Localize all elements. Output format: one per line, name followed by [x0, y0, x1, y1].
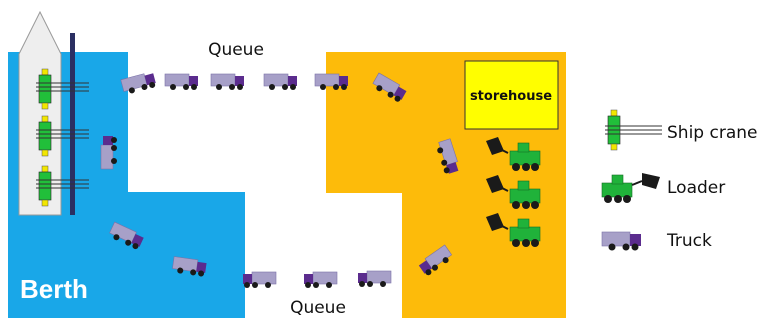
truck-icon [164, 73, 199, 91]
ship-crane-icon [605, 109, 662, 151]
truck-icon [210, 73, 245, 91]
legend-truck: Truck [601, 231, 712, 251]
legend-loader: Loader [601, 173, 725, 203]
queue-bottom-label: Queue [290, 298, 346, 318]
legend-loader-label: Loader [667, 178, 725, 198]
truck-icon [242, 271, 277, 289]
legend-ship-crane-label: Ship crane [667, 123, 757, 143]
queue-top-label: Queue [208, 40, 264, 60]
truck-icon [303, 271, 338, 289]
berth-label: Berth [20, 274, 88, 304]
storehouse-label: storehouse [470, 89, 552, 104]
storehouse: storehouse [464, 60, 559, 130]
berth-zone [8, 52, 245, 318]
truck-icon [263, 73, 298, 91]
legend-truck-label: Truck [666, 231, 712, 251]
truck-icon [601, 231, 641, 251]
legend: Ship crane Loader Truck [601, 109, 757, 251]
truck-icon [357, 270, 392, 288]
legend-ship-crane: Ship crane [605, 109, 757, 151]
quay-rail [70, 33, 75, 215]
loader-icon [601, 173, 660, 203]
